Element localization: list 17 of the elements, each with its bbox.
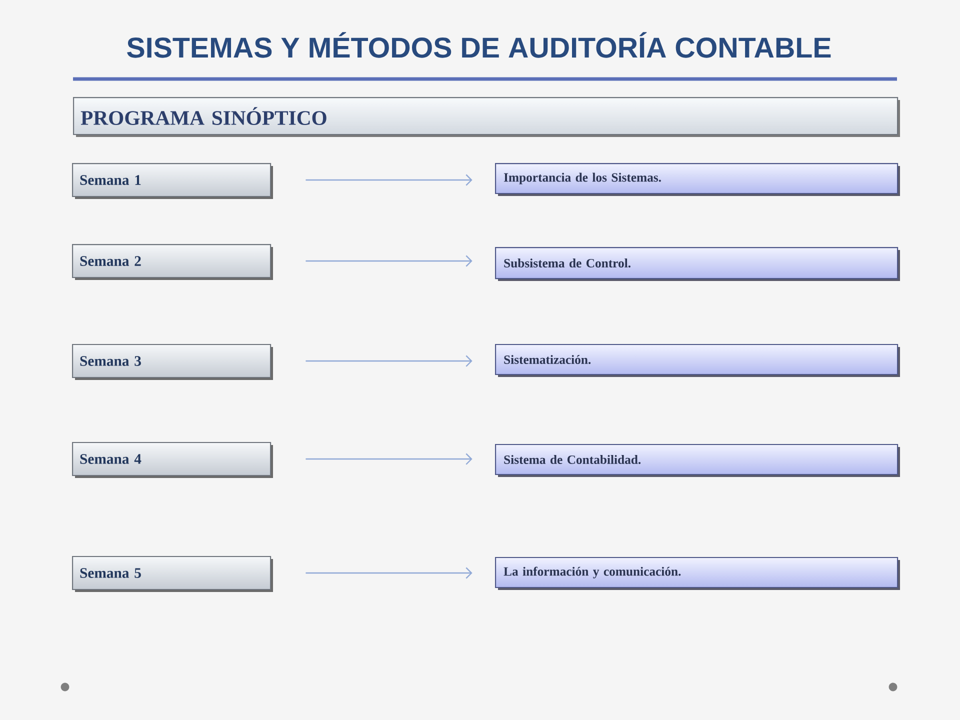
- topic-box: Subsistema de Control.: [495, 247, 900, 281]
- topic-box: La información y comunicación.: [495, 557, 900, 590]
- arrow: [306, 453, 472, 465]
- week-box: Semana 3: [72, 344, 273, 380]
- week-box: Semana 5: [72, 556, 273, 592]
- heading-box: PROGRAMA SINÓPTICO: [73, 97, 900, 137]
- topic-box: Sistematización.: [495, 344, 900, 377]
- week-box: Semana 4: [72, 442, 273, 478]
- topic-box: Importancia de los Sistemas.: [495, 163, 900, 196]
- title: SISTEMAS Y MÉTODOS DE AUDITORÍA CONTABLE: [127, 32, 831, 58]
- arrow: [306, 567, 472, 579]
- week-box: Semana 2: [72, 244, 273, 280]
- week-box: Semana 1: [72, 163, 273, 199]
- arrow: [306, 174, 472, 186]
- arrow: [306, 355, 472, 367]
- topic-box: Sistema de Contabilidad.: [495, 444, 900, 477]
- arrow: [306, 255, 472, 267]
